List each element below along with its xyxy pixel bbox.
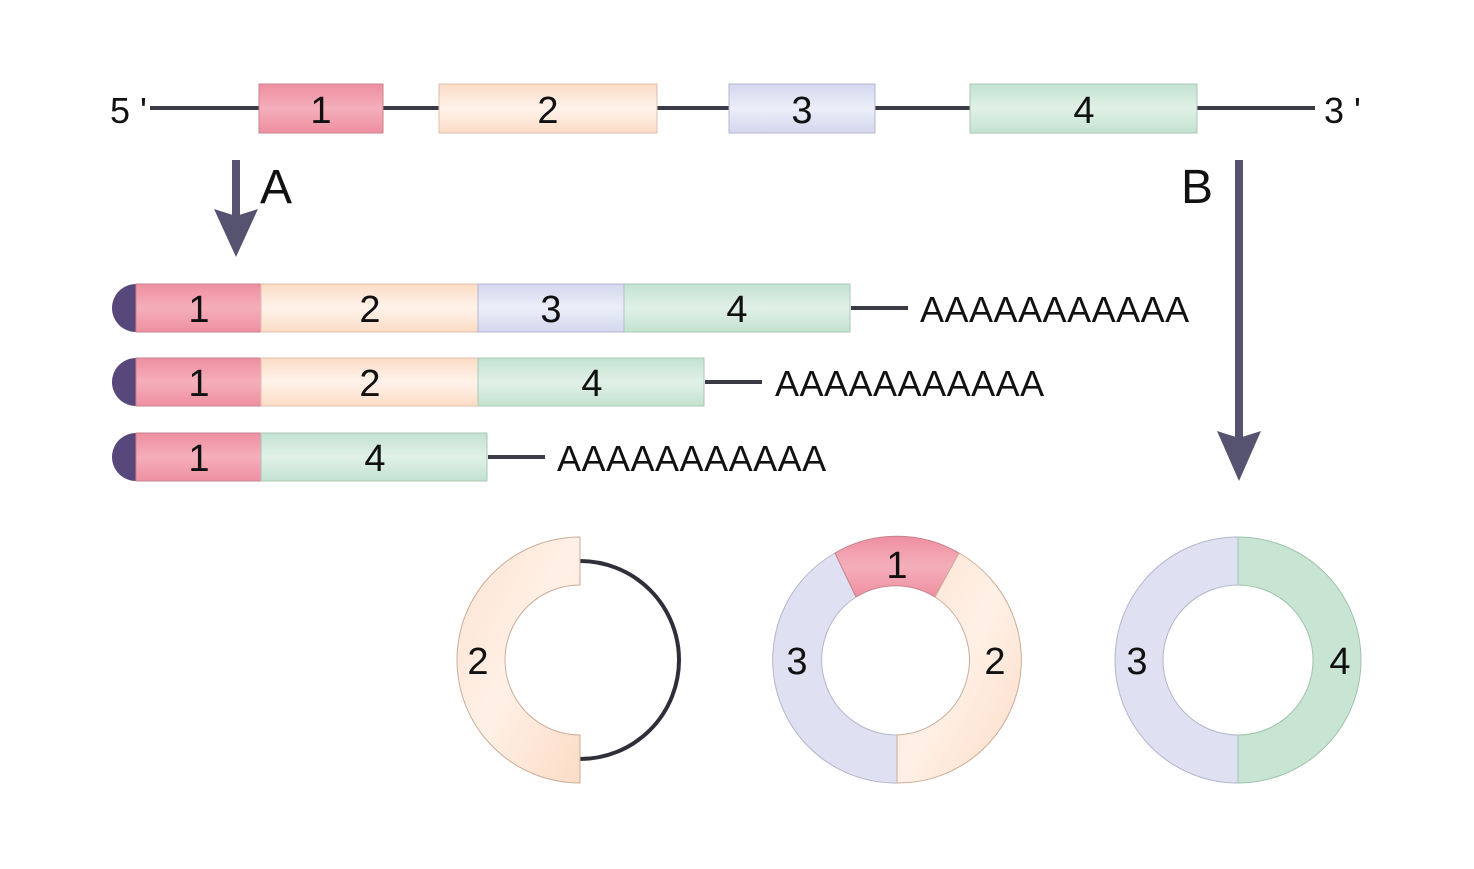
exon-label: 1 [188,363,209,405]
gene-exon-2: 2 [438,83,658,134]
exon-label: 1 [188,438,209,480]
circrna-exons-3-4: 3 4 [1114,536,1362,784]
exon-label: 4 [726,289,747,331]
pathway-b-label: B [1181,161,1213,214]
circrna-exon2-intron: 2 [456,536,681,784]
pre-mrna: 5 ' 3 ' 1 2 3 4 [110,83,1361,134]
segment-label: 2 [984,641,1005,683]
polya-tail: AAAAAAAAAAA [557,438,827,479]
polya-tail: AAAAAAAAAAA [775,363,1045,404]
exon-label: 4 [364,438,385,480]
gene-exon-4: 4 [969,83,1198,134]
exon-label: 1 [310,90,331,132]
mrna-isoform-2: 1 2 4 AAAAAAAAAAA [112,357,1045,407]
polya-tail: AAAAAAAAAAA [920,289,1190,330]
pathway-a-arrow [214,160,258,257]
three-prime-label: 3 ' [1324,90,1361,131]
exon-label: 1 [188,289,209,331]
five-prime-cap [112,433,136,481]
exon-label: 4 [581,363,602,405]
segment-label: 2 [467,641,488,683]
circ-segment-exon3 [1114,536,1239,784]
circ-segment-exon2 [896,552,1022,784]
segment-label: 3 [786,641,807,683]
exon-label: 4 [1073,90,1094,132]
circ-segment-exon4 [1237,536,1362,784]
five-prime-cap [112,284,136,332]
segment-label: 3 [1126,641,1147,683]
segment-label: 1 [886,545,907,587]
pathway-a-label: A [260,161,292,214]
five-prime-cap [112,358,136,406]
circrna-exons-1-2-3: 1 2 3 [772,535,1022,784]
segment-label: 4 [1329,641,1350,683]
exon-label: 2 [537,90,558,132]
exon-label: 2 [359,363,380,405]
gene-exon-1: 1 [258,83,384,134]
circ-segment-exon2 [456,536,581,784]
exon-label: 3 [791,90,812,132]
pathway-b-arrow [1217,160,1261,481]
exon-label: 3 [540,289,561,331]
exon-label: 2 [359,289,380,331]
mrna-isoform-1: 1 2 3 4 AAAAAAAAAAA [112,283,1190,333]
mrna-isoform-3: 1 4 AAAAAAAAAAA [112,432,827,482]
intron-arc [579,559,681,761]
gene-exon-3: 3 [728,83,876,134]
five-prime-label: 5 ' [110,90,147,131]
circ-segment-exon3 [772,552,898,784]
